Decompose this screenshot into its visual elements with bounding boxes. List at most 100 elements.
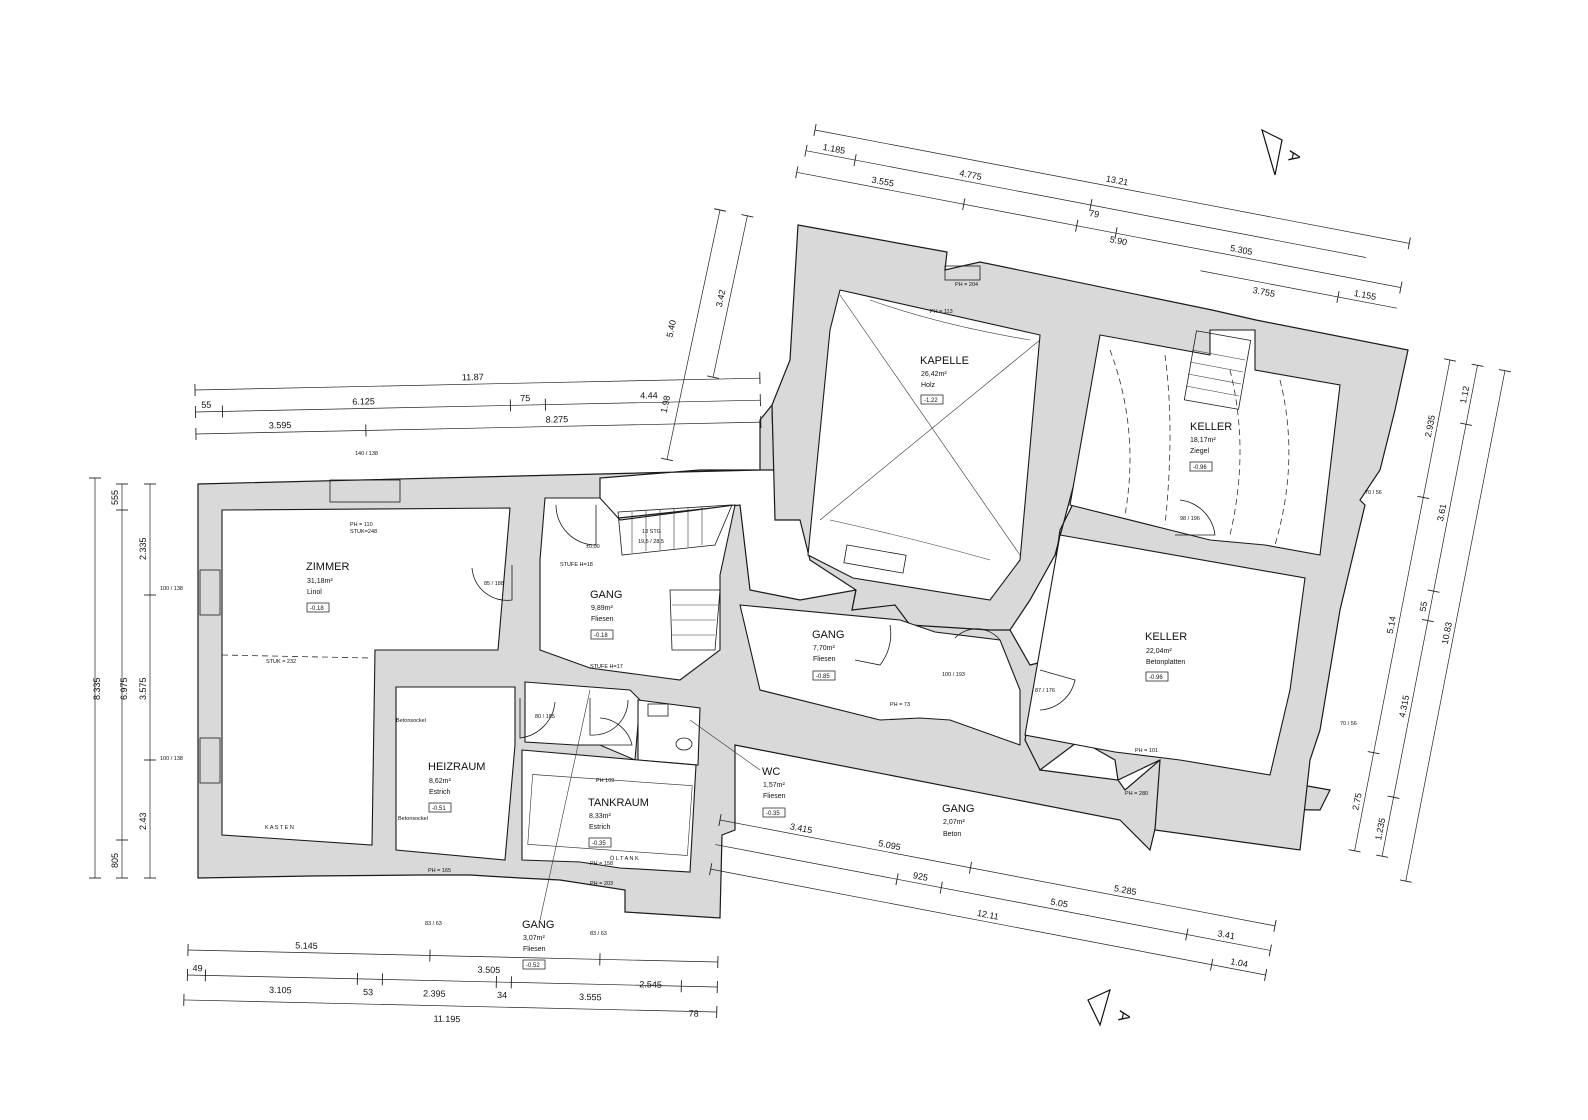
label-zimmer: ZIMMER 31,18m² Linol -0.18 [306,561,349,613]
dim-label: 3.61 [1435,503,1448,522]
section-letter: A [1114,1009,1133,1023]
kasten-label: K A S T E N [265,825,294,831]
window-west-1 [199,569,221,616]
dim-label: 1.98 [659,395,672,414]
dim-bottom: 5.145 3.505 2.545 49 3.105 53 2.395 34 3… [183,940,719,1024]
dim-label: 1.12 [1458,385,1471,404]
oil-tank [527,774,693,856]
room-area: 8,62m² [429,778,451,785]
room-level: -0.96 [1193,465,1207,471]
section-letter: A [1284,149,1303,163]
room-floor: Linol [307,589,322,596]
kapelle-vault-line-1 [839,294,1021,556]
label-gang-3: GANG 2,07m² Beton [942,803,974,838]
ph-label-7: PH = 203 [590,881,613,887]
wc-sink [647,703,669,717]
room-level: -0.35 [766,811,780,817]
room-area: 22,04m² [1146,648,1172,655]
dim-label: 4.44 [640,390,658,400]
label-keller-1: KELLER 18,17m² Ziegel -0.96 [1189,421,1232,472]
stair-gang [617,504,733,651]
dim-label: 4.315 [1397,694,1411,718]
room-name: HEIZRAUM [428,761,485,773]
step-note-2: STUFE H=17 [590,664,623,670]
dim-label: 3.105 [269,985,292,996]
ph-label-5: PH = 280 [1125,791,1148,797]
door-size-5: 98 / 196 [1180,516,1200,522]
window-size-3: 140 / 138 [355,451,378,457]
door-swing-keller [1039,669,1076,711]
room-floor: Holz [921,382,936,389]
dim-label: 925 [912,870,929,883]
dim-label: 11.87 [462,372,484,382]
ph-label-8: PH = 158 [590,861,613,867]
room-floor: Estrich [589,824,611,831]
keller1-vault-2 [1164,354,1171,526]
room-name: GANG [812,629,844,641]
window-size-4: 70 / 56 [1365,490,1382,496]
zimmer-divider [221,654,371,659]
dim-label: 79 [1088,208,1100,220]
door-size-4: 100 / 193 [942,672,965,678]
room-gang-2 [739,604,1021,746]
window-size-7: 83 / 63 [590,931,607,937]
kapelle-step [843,544,907,574]
room-gang-1 [539,497,736,681]
wc-toilet [675,737,693,751]
room-floor: Betonplatten [1146,659,1185,666]
dim-label: 3.555 [579,992,602,1003]
room-floor: Estrich [429,789,451,796]
ph-label-2: PH = 204 [955,282,978,288]
dim-label: 5.05 [1050,896,1069,909]
room-area: 8,33m² [589,813,611,820]
room-name: KELLER [1145,631,1187,643]
dim-label: 805 [110,853,120,868]
room-floor: Fliesen [523,946,546,953]
kapelle-vault-line-2 [819,339,1041,521]
room-floor: Fliesen [763,793,786,800]
dim-label: 53 [363,987,373,997]
door-swing-zimmer [471,565,513,601]
room-name: WC [762,766,780,778]
room-heizraum [395,686,516,861]
window-size-2: 100 / 138 [160,756,183,762]
room-area: 18,17m² [1190,437,1216,444]
room-area: 31,18m² [307,578,333,585]
dim-label: 3.555 [871,175,895,189]
dim-label: 3.595 [269,420,292,430]
stair-count: 13 STG [642,529,661,535]
room-level: -0.85 [816,674,830,680]
dim-label: 10.83 [1440,621,1454,645]
room-wc [637,699,701,766]
window-kapelle-north [944,265,981,281]
room-tankraum [521,749,697,873]
room-name: KELLER [1190,421,1232,433]
room-name: TANKRAUM [588,797,649,809]
section-marker-top: A [1261,128,1303,176]
room-level: -0.18 [310,606,324,612]
dim-label: 78 [689,1008,699,1018]
label-keller-2: KELLER 22,04m² Betonplatten -0.96 [1145,631,1187,682]
door-swing-gang2 [854,624,892,666]
label-tankraum: TANKRAUM 8,33m² Estrich -0.35 [588,797,649,848]
keller1-vault-3 [1229,369,1241,536]
room-area: 2,07m² [943,819,965,826]
ph-label-9: PH 109 [596,778,614,784]
ph-label-3: PH = 113 [930,309,953,315]
dim-label: 2.545 [639,979,662,990]
room-area: 7,70m² [813,645,835,652]
kapelle-vault-arc [869,299,1031,341]
level-zero: ±0,00 [586,544,600,550]
ph-label-4: PH = 101 [1135,748,1158,754]
stuk-label-2: STUK = 232 [266,659,296,665]
dim-label: 3.41 [1217,928,1236,941]
room-area: 26,42m² [921,371,947,378]
ph-label-10: PH = 73 [890,702,910,708]
dim-label: 1.235 [1373,817,1387,841]
door-size-2: 80 / 185 [535,714,555,720]
label-heizraum: HEIZRAUM 8,62m² Estrich -0.51 [428,761,485,813]
door-swing-heizraum [519,698,556,739]
room-gang-4 [524,681,641,761]
dim-label: 6.125 [352,396,375,406]
keller1-vault-4 [1274,379,1290,546]
